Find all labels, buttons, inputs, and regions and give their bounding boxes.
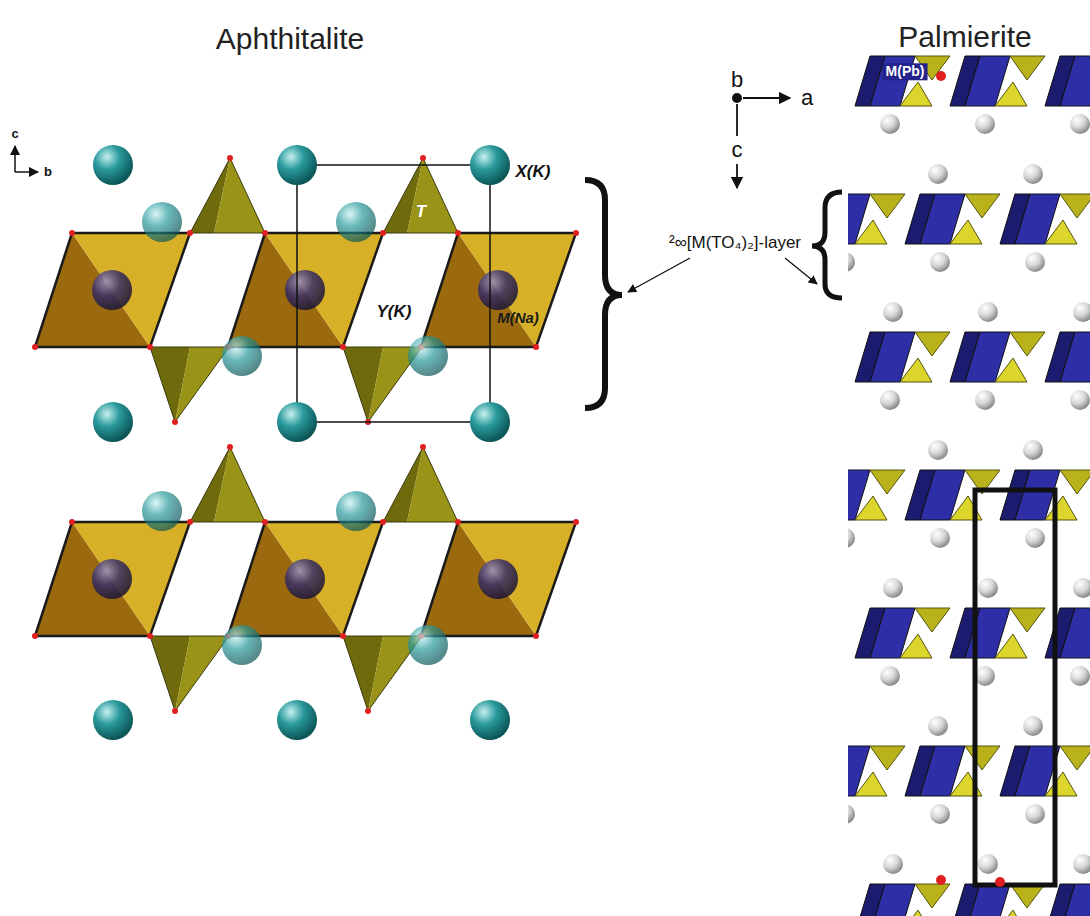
panel-title: Aphthitalite [216, 22, 364, 55]
k-atoms [93, 402, 133, 442]
axis-arrows [15, 171, 38, 173]
layer-brackets [628, 258, 690, 292]
k-atoms [277, 700, 317, 740]
layer-label: ²∞[M(TO₄)₂]-layer [666, 233, 804, 254]
palmierite-structure [855, 56, 1090, 184]
axis-label: a [801, 86, 813, 110]
k-atoms [93, 145, 510, 740]
layer-brackets [585, 180, 622, 408]
site-label: X(K) [516, 163, 551, 182]
site-label: Y(K) [377, 303, 412, 322]
axis-label: b [44, 165, 52, 179]
site-label: T [416, 203, 426, 222]
k-atoms [93, 145, 133, 185]
layer-brackets [585, 180, 842, 408]
k-atoms [277, 145, 317, 185]
palmierite-structure [975, 490, 1055, 885]
k-atoms [470, 700, 510, 740]
axis-label: b [731, 68, 743, 92]
palmierite-structure [936, 875, 946, 885]
axis-arrows [736, 164, 738, 188]
unit-cell [297, 165, 490, 422]
palmierite-structure [848, 194, 1090, 322]
site-label: M(Na) [497, 310, 539, 327]
palmierite-structure [848, 56, 1090, 916]
k-atoms [277, 402, 317, 442]
axis-arrows [743, 97, 790, 99]
palmierite-structure [995, 877, 1005, 887]
axis-label: c [732, 138, 743, 162]
axis-arrows [736, 104, 738, 136]
k-atoms [470, 402, 510, 442]
layer-brackets [785, 258, 817, 284]
axis-arrows [15, 146, 38, 172]
palmierite-structure [855, 884, 1090, 916]
layer-brackets [812, 192, 842, 298]
palmierite-structure [936, 71, 946, 81]
axis-label: c [11, 127, 18, 141]
aphthitalite-structure [32, 444, 579, 714]
axis-arrows [14, 146, 16, 172]
unit-cell [297, 165, 490, 422]
aphthitalite-structure [32, 155, 579, 425]
panel-title: Palmierite [898, 20, 1031, 53]
k-atoms [470, 145, 510, 185]
axis-arrows [732, 93, 790, 188]
site-label: M(Pb) [883, 63, 928, 80]
axis-arrows [732, 93, 742, 103]
aphthitalite-structure [32, 145, 579, 740]
k-atoms [93, 700, 133, 740]
palmierite-structure [855, 332, 1090, 460]
